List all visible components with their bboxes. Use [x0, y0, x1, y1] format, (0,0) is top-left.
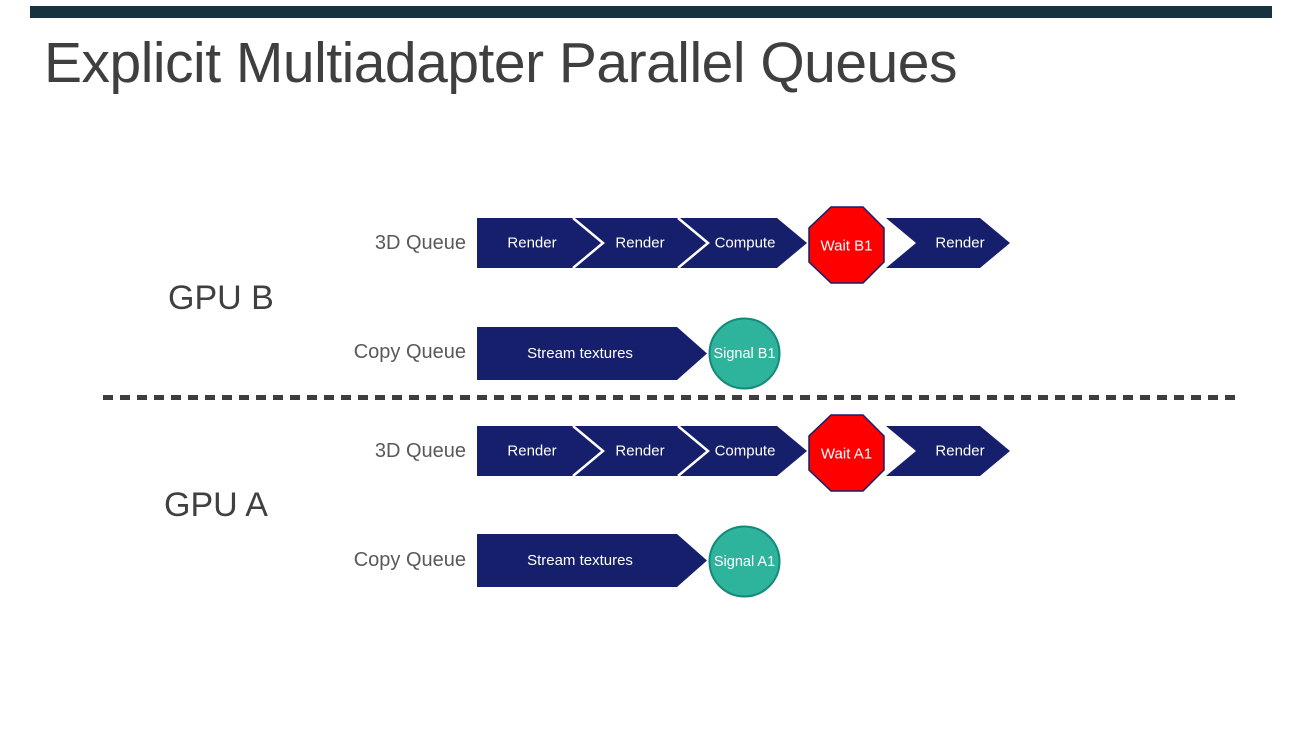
chevron-separator-icon: [572, 426, 605, 476]
gpu-b-wait-octagon: Wait B1: [808, 206, 885, 284]
gpu-b-label: GPU B: [168, 279, 274, 317]
task-label: Stream textures: [527, 345, 633, 362]
chevron-arrow-shape: [886, 218, 1010, 268]
gpu-b-post-wait-arrow: Render: [886, 218, 1010, 268]
gpu-a-copy-queue-label: Copy Queue: [353, 549, 466, 571]
gpu-b-copy-arrow: Stream textures: [477, 327, 707, 380]
arrow-band-shape: [477, 218, 807, 268]
segment-label: Render: [507, 443, 556, 460]
segment-label: Render: [615, 443, 664, 460]
arrow-shape: [477, 327, 707, 380]
stop-octagon-shape: [808, 414, 885, 492]
segment-label: Compute: [715, 443, 776, 460]
gpu-b-signal-circle: Signal B1: [708, 317, 781, 390]
segment-label: Render: [935, 443, 984, 460]
chevron-separator-icon: [572, 218, 605, 268]
top-accent-bar: [30, 6, 1272, 18]
gpu-divider-dashed-line: [103, 395, 1239, 400]
task-label: Stream textures: [527, 552, 633, 569]
gpu-a-copy-arrow: Stream textures: [477, 534, 707, 587]
signal-circle-shape: [708, 317, 781, 390]
gpu-b-copy-queue-label: Copy Queue: [353, 341, 466, 363]
signal-label: Signal A1: [714, 554, 775, 570]
gpu-a-3d-queue-label: 3D Queue: [374, 440, 466, 462]
wait-label: Wait A1: [821, 446, 872, 463]
segment-label: Render: [935, 235, 984, 252]
chevron-arrow-shape: [886, 426, 1010, 476]
gpu-a-post-wait-arrow: Render: [886, 426, 1010, 476]
slide-title: Explicit Multiadapter Parallel Queues: [44, 31, 957, 95]
stop-octagon-shape: [808, 206, 885, 284]
gpu-a-3d-queue-band: Render Render Compute: [477, 426, 807, 476]
chevron-separator-icon: [677, 426, 710, 476]
gpu-a-signal-circle: Signal A1: [708, 525, 781, 598]
gpu-a-wait-octagon: Wait A1: [808, 414, 885, 492]
chevron-separator-icon: [677, 218, 710, 268]
arrow-band-shape: [477, 426, 807, 476]
gpu-b-3d-queue-band: Render Render Compute: [477, 218, 807, 268]
gpu-b-3d-queue-label: 3D Queue: [374, 232, 466, 254]
signal-circle-shape: [708, 525, 781, 598]
gpu-a-label: GPU A: [164, 486, 268, 524]
segment-label: Render: [507, 235, 556, 252]
segment-label: Compute: [715, 235, 776, 252]
arrow-shape: [477, 534, 707, 587]
wait-label: Wait B1: [821, 238, 873, 255]
segment-label: Render: [615, 235, 664, 252]
signal-label: Signal B1: [713, 346, 775, 362]
